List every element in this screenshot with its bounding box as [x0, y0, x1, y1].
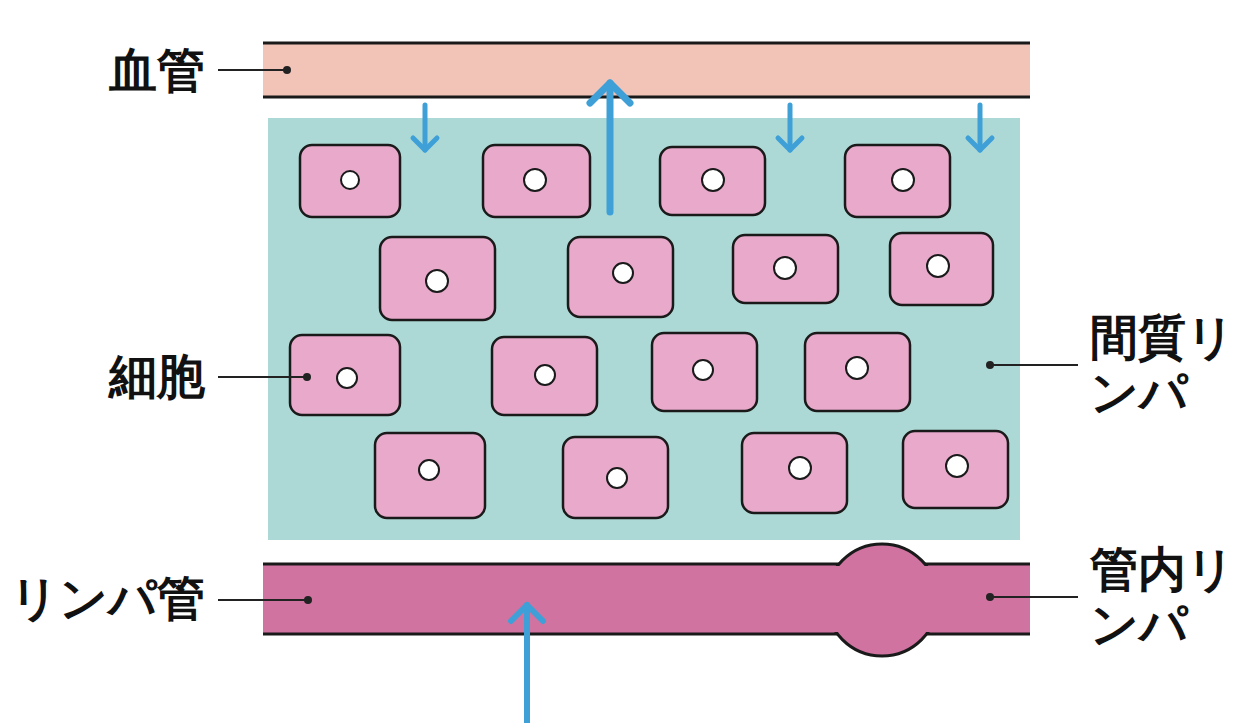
leader-dot: [304, 596, 312, 604]
nucleus: [419, 460, 439, 480]
flow-arrow: [511, 605, 543, 723]
blood-vessel: [263, 44, 1030, 96]
nucleus: [426, 270, 448, 292]
cell: [375, 433, 485, 518]
arrow-shaft: [423, 105, 428, 150]
interstitium: 間質リンパ: [268, 118, 1020, 540]
cell: [890, 233, 993, 305]
flow-arrow: [778, 105, 802, 150]
leader-dot: [283, 66, 291, 74]
nucleus: [613, 263, 633, 283]
nucleus: [946, 455, 968, 477]
blood-vessel: 血管: [263, 42, 1030, 99]
nucleus: [337, 368, 357, 388]
arrow-head: [778, 138, 802, 150]
leader-dot: [303, 373, 311, 381]
nucleus: [774, 257, 796, 279]
vessel-wall: [925, 563, 1030, 566]
vessel-wall: [263, 633, 838, 636]
vessel-wall: [263, 563, 839, 566]
lymph-vessel: [263, 565, 1030, 633]
leader-dot: [986, 593, 994, 601]
interstitium: [268, 118, 1020, 540]
part-label: リンパ管: [10, 571, 205, 626]
cells: [290, 145, 1008, 518]
leader-line: [218, 599, 308, 601]
cell: [563, 437, 668, 518]
part-label: 細胞: [109, 349, 205, 404]
vessel-wall: [263, 42, 1030, 45]
arrow-head: [590, 83, 630, 103]
nucleus: [535, 365, 555, 385]
nucleus: [702, 169, 724, 191]
cell: [568, 237, 673, 317]
nucleus: [607, 468, 627, 488]
vessel-wall: [926, 633, 1030, 636]
arrow-head: [511, 605, 543, 621]
cell: [483, 145, 590, 217]
cell: [845, 145, 950, 217]
flow-arrow: [968, 105, 992, 150]
flow-arrow: [590, 83, 630, 212]
arrow-shaft: [788, 105, 793, 150]
nucleus: [892, 169, 914, 191]
nucleus: [524, 169, 546, 191]
cell: [290, 335, 400, 415]
cell: [380, 237, 495, 320]
arrow-shaft: [524, 605, 530, 723]
nucleus: [341, 171, 359, 189]
leader-line: [990, 364, 1078, 366]
cell: [492, 337, 597, 415]
cell: [300, 145, 400, 217]
leader-dot: [986, 361, 994, 369]
flow-arrow: [413, 105, 437, 150]
lymph-vessel: リンパ管管内リンパ: [263, 563, 1030, 635]
part-label: 血管: [109, 43, 205, 98]
nucleus: [693, 360, 713, 380]
cell: [742, 433, 847, 513]
nucleus: [789, 457, 811, 479]
nuclei: [337, 169, 968, 488]
cell: [903, 431, 1008, 508]
cell: [805, 333, 910, 411]
leader-dots: [283, 66, 994, 604]
leader-line: [990, 596, 1078, 598]
cell: [660, 147, 765, 215]
part-label: 管内リンパ: [1090, 542, 1240, 652]
arrow-head: [968, 138, 992, 150]
nucleus: [927, 255, 949, 277]
leader-line: [218, 69, 287, 71]
nucleus: [846, 357, 868, 379]
leader-line: [218, 376, 307, 378]
vessel-wall: [263, 96, 1030, 99]
arrow-shaft: [978, 105, 983, 150]
arrow-shaft: [607, 83, 614, 212]
cell: [733, 235, 838, 303]
lymph-bulge-fill: [818, 566, 946, 632]
cell: [652, 333, 757, 411]
leader-lines: [218, 70, 1078, 600]
part-label: 間質リンパ: [1090, 310, 1240, 420]
arrow-head: [413, 138, 437, 150]
